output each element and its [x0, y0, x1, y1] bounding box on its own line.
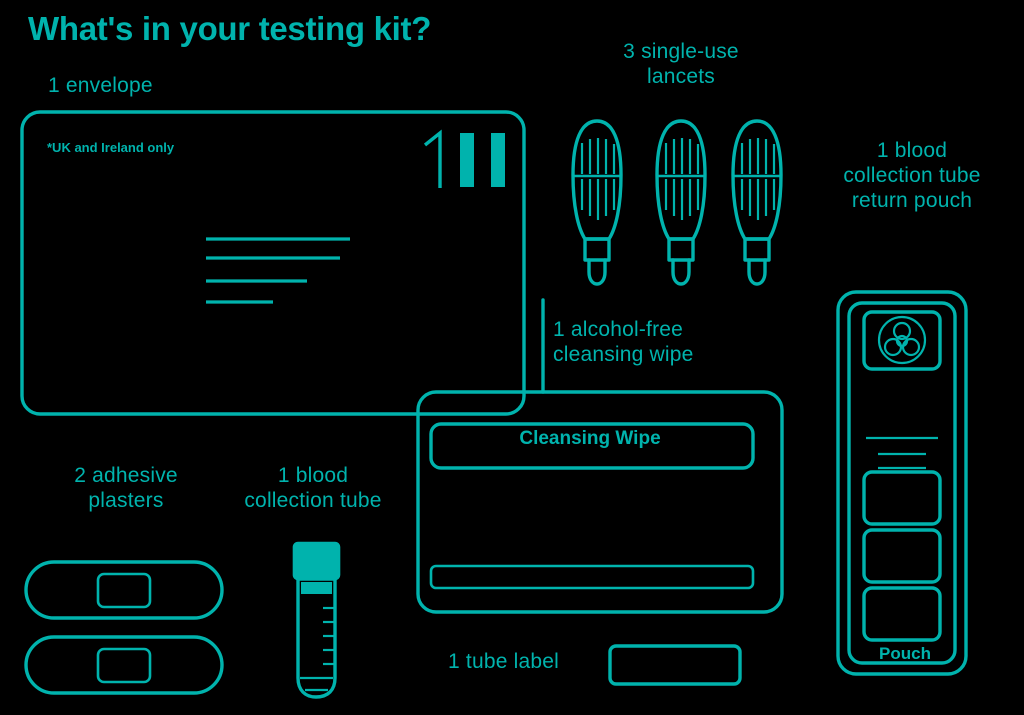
- item-label-return-pouch: 1 blood collection tube return pouch: [843, 139, 981, 212]
- label-sticker-icon: [608, 644, 742, 686]
- item-label-adhesive-plasters: 2 adhesive plasters: [74, 464, 178, 512]
- item-label-cleansing-wipe: 1 alcohol-free cleansing wipe: [553, 318, 694, 366]
- test-tube-icon: [292, 541, 341, 699]
- lancet-icon: [571, 119, 783, 286]
- biohazard-icon: [877, 315, 927, 365]
- wipe-packet-icon: [416, 298, 784, 614]
- item-label-envelope: 1 envelope: [48, 74, 153, 97]
- page-title: What's in your testing kit?: [28, 10, 432, 47]
- item-label-lancets: 3 single-use lancets: [623, 40, 739, 88]
- envelope-uk-note: *UK and Ireland only: [47, 140, 175, 155]
- envelope-stamp: [423, 129, 505, 188]
- biohazard-pouch-icon: [836, 290, 968, 676]
- wipe-packet-text: Cleansing Wipe: [519, 428, 661, 449]
- envelope-icon: [20, 110, 526, 416]
- plaster-icon: [24, 560, 224, 695]
- item-label-blood-collection-tube: 1 blood collection tube: [244, 464, 382, 512]
- item-label-tube-label: 1 tube label: [448, 650, 559, 673]
- pouch-bottom-text: Pouch: [879, 644, 931, 663]
